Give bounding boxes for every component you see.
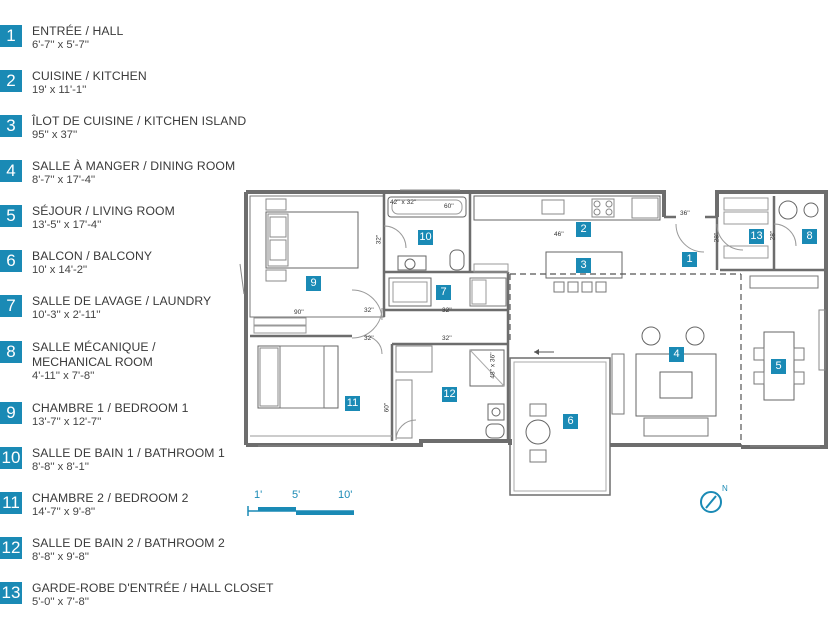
legend-name: CHAMBRE 1 / BEDROOM 1: [32, 401, 189, 415]
north-arrow-icon: [700, 491, 722, 513]
legend-name: GARDE-ROBE D'ENTRÉE / HALL CLOSET: [32, 581, 274, 595]
legend-dimension: 14'-7'' x 9'-8'': [32, 506, 96, 518]
legend-number: 11: [0, 492, 22, 514]
dim-bath2-48x36: 48'' x 36'': [489, 352, 497, 379]
scale-label-10ft: 10': [338, 489, 353, 501]
legend-dimension: 95'' x 37'': [32, 129, 78, 141]
room-marker-5: 5: [771, 359, 786, 374]
exterior-walls: [244, 190, 828, 449]
dim-hall-36: 36'': [680, 210, 690, 217]
legend-dimension: 13'-7'' x 12'-7'': [32, 416, 102, 428]
legend-number: 13: [0, 582, 22, 604]
dim-corridor-32-b: 32'': [442, 307, 452, 314]
dim-bath-tub: 42'' x 32'': [390, 199, 417, 206]
legend-name: SALLE À MANGER / DINING ROOM: [32, 159, 236, 173]
legend-name: CUISINE / KITCHEN: [32, 69, 147, 83]
room-legend: 1 ENTRÉE / HALL 6'-7'' x 5'-7'' 2 CUISIN…: [0, 0, 273, 624]
legend-number: 1: [0, 25, 22, 47]
legend-number: 7: [0, 295, 22, 317]
legend-number: 8: [0, 341, 22, 363]
legend-dimension: 13'-5'' x 17'-4'': [32, 219, 102, 231]
dim-corridor-32-a: 32'': [364, 307, 374, 314]
dim-hall-28: 28'': [713, 232, 721, 243]
legend-dimension: 8'-8'' x 9'-8'': [32, 551, 89, 563]
room-marker-2: 2: [576, 222, 591, 237]
room-marker-13: 13: [749, 229, 764, 244]
room-marker-9: 9: [306, 276, 321, 291]
dim-bed2-60: 60'': [383, 402, 391, 413]
room-marker-10: 10: [418, 230, 433, 245]
room-marker-11: 11: [345, 396, 360, 411]
scale-bar: [247, 506, 354, 516]
dim-corridor-32-d: 32'': [442, 335, 452, 342]
legend-number: 5: [0, 205, 22, 227]
room-marker-8: 8: [802, 229, 817, 244]
north-label: N: [722, 484, 728, 493]
legend-number: 4: [0, 160, 22, 182]
legend-dimension: 8'-8'' x 8'-1'': [32, 461, 89, 473]
legend-dimension: 8'-7'' x 17'-4'': [32, 174, 96, 186]
legend-name: BALCON / BALCONY: [32, 249, 153, 263]
legend-name: SALLE MÉCANIQUE /: [32, 340, 156, 354]
room-marker-12: 12: [442, 387, 457, 402]
room-marker-4: 4: [669, 347, 684, 362]
room-marker-6: 6: [563, 414, 578, 429]
legend-number: 10: [0, 447, 22, 469]
legend-name: SALLE DE BAIN 2 / BATHROOM 2: [32, 536, 225, 550]
legend-number: 9: [0, 402, 22, 424]
legend-dimension: 10'-3'' x 2'-11'': [32, 309, 101, 321]
legend-number: 2: [0, 70, 22, 92]
legend-name: ÎLOT DE CUISINE / KITCHEN ISLAND: [32, 114, 247, 128]
legend-name: SÉJOUR / LIVING ROOM: [32, 204, 175, 218]
room-marker-7: 7: [436, 285, 451, 300]
legend-number: 12: [0, 537, 22, 559]
scale-label-1ft: 1': [254, 489, 263, 501]
legend-name: SALLE DE LAVAGE / LAUNDRY: [32, 294, 212, 308]
legend-number: 6: [0, 250, 22, 272]
dim-closet-28: 28'': [769, 230, 777, 241]
scale-label-5ft: 5': [292, 489, 301, 501]
legend-dimension: 5'-0'' x 7'-8'': [32, 596, 89, 608]
dim-bath-60: 60'': [444, 203, 454, 210]
legend-name: SALLE DE BAIN 1 / BATHROOM 1: [32, 446, 225, 460]
legend-number: 3: [0, 115, 22, 137]
room-marker-1: 1: [682, 252, 697, 267]
legend-name: CHAMBRE 2 / BEDROOM 2: [32, 491, 189, 505]
dim-bed1-90: 90'': [294, 309, 304, 316]
legend-dimension: 10' x 14'-2'': [32, 264, 88, 276]
legend-name-line2: MECHANICAL ROOM: [32, 355, 153, 369]
legend-dimension: 6'-7'' x 5'-7'': [32, 39, 89, 51]
legend-name: ENTRÉE / HALL: [32, 24, 124, 38]
dim-bath-32: 32'': [375, 234, 383, 245]
dim-corridor-32-c: 32'': [364, 335, 374, 342]
legend-dimension: 4'-11'' x 7'-8'': [32, 370, 95, 382]
room-marker-3: 3: [576, 258, 591, 273]
legend-dimension: 19' x 11'-1'': [32, 84, 87, 96]
dim-kitchen-46: 46'': [554, 231, 564, 238]
